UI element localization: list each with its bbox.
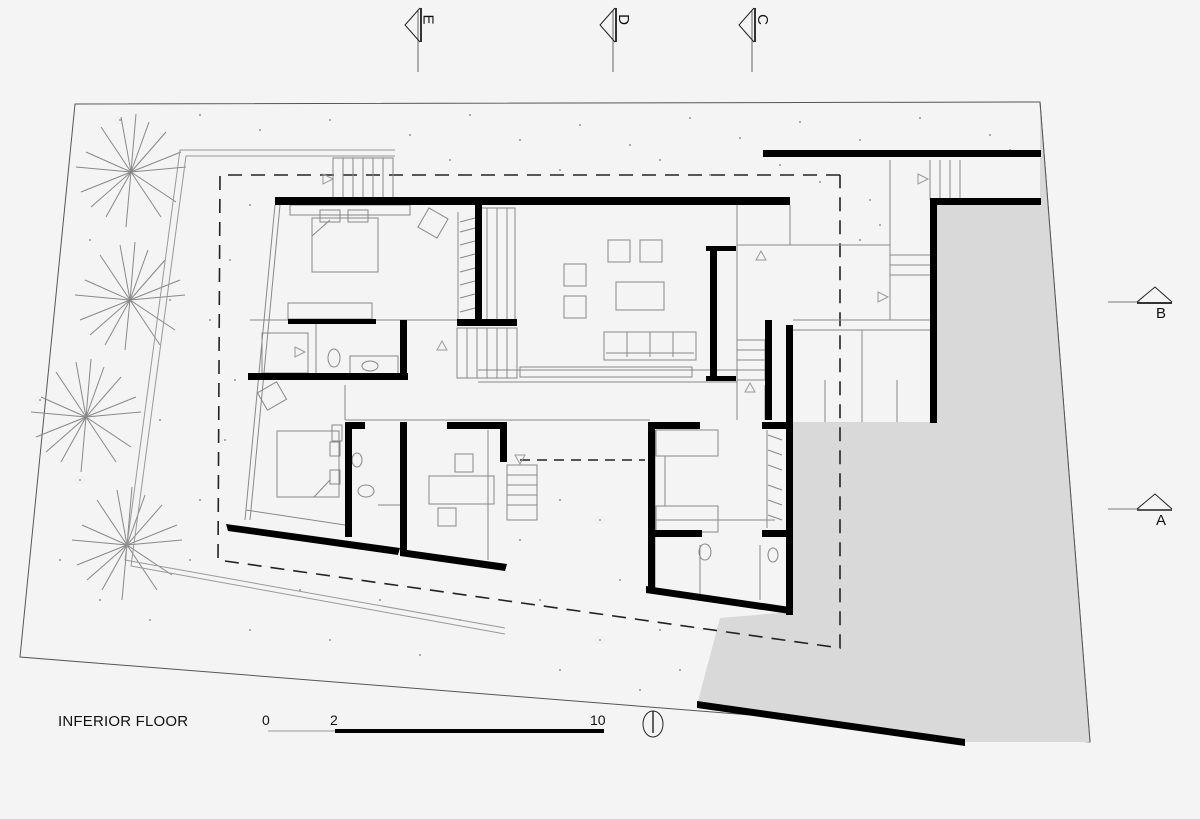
toilet-icon [357, 484, 375, 498]
chair-icon [437, 507, 457, 527]
section-label-e: E [419, 14, 437, 25]
tree-icon [74, 241, 186, 351]
section-marker-c [738, 7, 756, 72]
site-wall-south [697, 701, 965, 746]
tree-icon [71, 486, 183, 601]
bedroom-2-furniture [245, 381, 346, 526]
sink-icon [361, 360, 379, 372]
armchair-icon [256, 381, 288, 411]
scale-bar [268, 729, 604, 733]
tree-icon [75, 113, 187, 228]
closet-hangers [457, 212, 783, 528]
sink-icon [767, 547, 779, 563]
tree-icon [30, 358, 142, 473]
direction-arrow-icon [294, 173, 930, 466]
section-marker-a [1108, 493, 1173, 511]
drawing-title: INFERIOR FLOOR [58, 713, 189, 730]
section-label-a: A [1156, 512, 1167, 529]
terrain-slope [697, 102, 1090, 742]
toilet-icon [698, 543, 712, 561]
tv-bench-icon [519, 366, 693, 378]
structural-walls [248, 150, 1041, 615]
section-marker-b [1108, 286, 1173, 304]
scale-tick-10: 10 [590, 712, 606, 728]
bottom-wall-study [400, 549, 507, 571]
section-label-d: D [614, 14, 632, 25]
chair-icon [454, 453, 474, 473]
scale-tick-0: 0 [262, 712, 270, 728]
scale-tick-2: 2 [330, 712, 338, 728]
toilet-icon [327, 348, 341, 368]
desk-icon [428, 475, 495, 505]
armchair-icon [607, 239, 631, 263]
section-marker-e [404, 7, 422, 72]
section-marker-d [599, 7, 617, 72]
armchair-icon [639, 239, 663, 263]
single-bed-icon [655, 429, 719, 457]
double-bed-icon [276, 430, 340, 498]
north-arrow-icon [642, 710, 664, 738]
section-label-c: C [753, 14, 771, 25]
garden-retaining-wall [124, 149, 506, 635]
living-furniture [519, 239, 697, 378]
study-furniture [428, 430, 495, 560]
ground-speckles [39, 114, 1011, 691]
armchair-icon [563, 295, 587, 319]
coffee-table-icon [615, 281, 665, 311]
armchair-icon [563, 263, 587, 287]
bottom-wall-bedroom3 [646, 586, 790, 614]
armchair-icon [417, 207, 449, 239]
section-label-b: B [1156, 305, 1167, 322]
bottom-wall-west [226, 524, 400, 555]
